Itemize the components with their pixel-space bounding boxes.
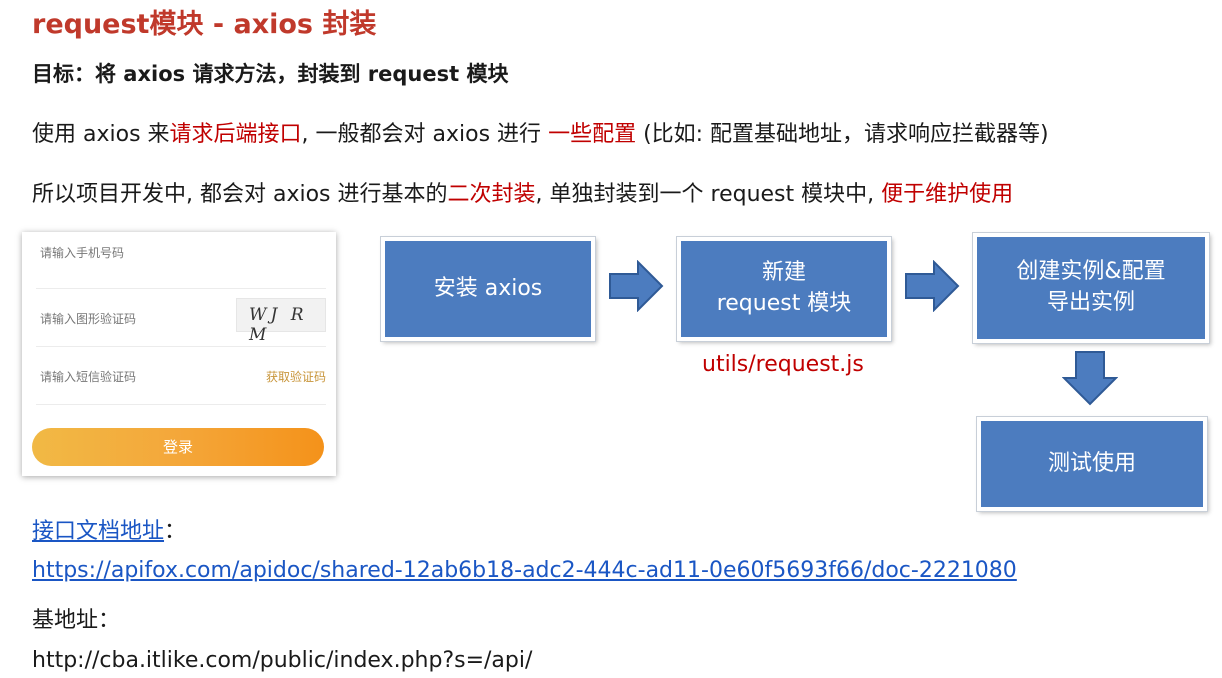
phone-input-placeholder: 请输入手机号码 <box>40 246 125 260</box>
reason-highlight-2: 便于维护使用 <box>881 182 1014 207</box>
api-doc-url-link[interactable]: https://apifox.com/apidoc/shared-12ab6b1… <box>32 558 1017 583</box>
flow-step-install-label: 安装 axios <box>433 275 543 301</box>
flow-step-instance-line1: 创建实例&配置 <box>1016 259 1166 285</box>
right-arrow-icon <box>609 260 664 312</box>
flow-step-create-request-module: 新建 request 模块 <box>677 237 891 341</box>
down-arrow-icon <box>1062 351 1118 406</box>
base-url-label: 基地址： <box>32 608 121 633</box>
flow-step-create-line2: request 模块 <box>716 291 852 316</box>
reason-text-2: , 单独封装到一个 request 模块中, <box>535 182 882 207</box>
intro-highlight-1: 请求后端接口 <box>169 122 302 147</box>
api-doc-url-line: https://apifox.com/apidoc/shared-12ab6b1… <box>32 558 1017 583</box>
login-button[interactable]: 登录 <box>32 428 324 466</box>
api-doc-link[interactable]: 接口文档地址 <box>32 519 165 544</box>
flow-step-test-label: 测试使用 <box>1047 450 1136 476</box>
intro-text-2: , 一般都会对 axios 进行 <box>301 122 549 147</box>
sms-input-row[interactable]: 请输入短信验证码 获取验证码 <box>36 348 326 405</box>
reason-paragraph: 所以项目开发中, 都会对 axios 进行基本的二次封装, 单独封装到一个 re… <box>32 176 1013 208</box>
flow-step-create-line1: 新建 <box>761 260 806 286</box>
intro-highlight-2: 一些配置 <box>548 122 637 147</box>
api-doc-label-line: 接口文档地址： <box>32 513 186 545</box>
captcha-image-text: WJ R M <box>249 305 308 345</box>
phone-input-row[interactable]: 请输入手机号码 <box>36 232 326 289</box>
api-doc-colon: ： <box>164 519 187 544</box>
page-title: request模块 - axios 封装 <box>32 9 377 40</box>
intro-paragraph: 使用 axios 来请求后端接口, 一般都会对 axios 进行 一些配置 (比… <box>32 116 1049 148</box>
captcha-image[interactable]: WJ R M <box>236 298 326 345</box>
flow-step-create-instance: 创建实例&配置 导出实例 <box>973 233 1209 343</box>
flow-step-test-use: 测试使用 <box>977 417 1207 511</box>
captcha-input-row[interactable]: 请输入图形验证码 WJ R M <box>36 290 326 347</box>
get-sms-code-button[interactable]: 获取验证码 <box>265 370 326 384</box>
right-arrow-icon <box>905 260 960 312</box>
captcha-input-placeholder: 请输入图形验证码 <box>40 312 137 326</box>
flow-step-install-axios: 安装 axios <box>381 237 595 341</box>
base-url-value: http://cba.itlike.com/public/index.php?s… <box>32 648 533 673</box>
login-screenshot: 请输入手机号码 请输入图形验证码 WJ R M 请输入短信验证码 获取验证码 登… <box>22 232 336 476</box>
intro-text-1: 使用 axios 来 <box>32 122 170 147</box>
flow-step-instance-line2: 导出实例 <box>1046 290 1135 315</box>
intro-text-3: (比如: 配置基础地址，请求响应拦截器等) <box>636 122 1049 147</box>
reason-highlight-1: 二次封装 <box>447 182 536 207</box>
goal-text: 目标：将 axios 请求方法，封装到 request 模块 <box>32 62 509 86</box>
request-file-path: utils/request.js <box>702 352 864 377</box>
reason-text-1: 所以项目开发中, 都会对 axios 进行基本的 <box>32 182 448 207</box>
sms-input-placeholder: 请输入短信验证码 <box>40 370 137 384</box>
